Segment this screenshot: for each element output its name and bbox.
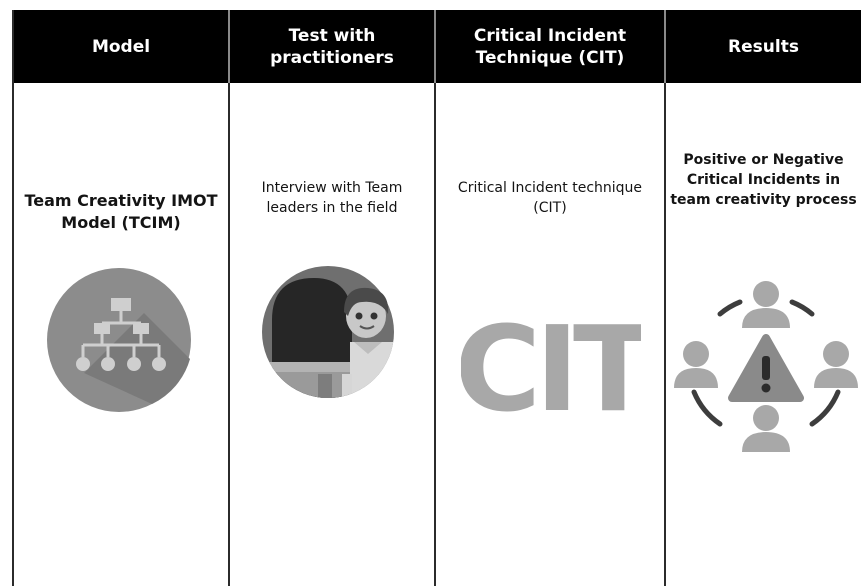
header-divider — [228, 10, 230, 83]
column-model: Model Team Creativity IMOT Model (TCIM) — [12, 10, 228, 586]
column-description-test: Interview with Team leaders in the field — [261, 180, 403, 216]
column-description-results: Positive or Negative Critical Incidents … — [670, 152, 857, 208]
header-divider — [664, 10, 666, 83]
interview-person-icon — [262, 266, 394, 398]
column-test: Test with practitioners Interview with T… — [228, 10, 434, 586]
cit-letters-text: CIT — [461, 302, 641, 422]
cit-letters-icon: CIT — [461, 302, 641, 422]
header-divider — [434, 10, 436, 83]
column-header-test: Test with practitioners — [230, 10, 434, 83]
column-description-cit: Critical Incident technique (CIT) — [457, 180, 643, 216]
column-header-cit: Critical Incident Technique (CIT) — [436, 10, 664, 83]
column-cit: Critical Incident Technique (CIT) Critic… — [434, 10, 664, 586]
column-results: Results Positive or Negative Critical In… — [664, 10, 861, 586]
hierarchy-diagram-icon — [47, 268, 191, 412]
warning-people-cycle-icon — [674, 281, 858, 452]
column-description-model: Team Creativity IMOT Model (TCIM) — [24, 191, 218, 232]
column-header-model: Model — [14, 10, 228, 83]
column-header-results: Results — [666, 10, 861, 83]
